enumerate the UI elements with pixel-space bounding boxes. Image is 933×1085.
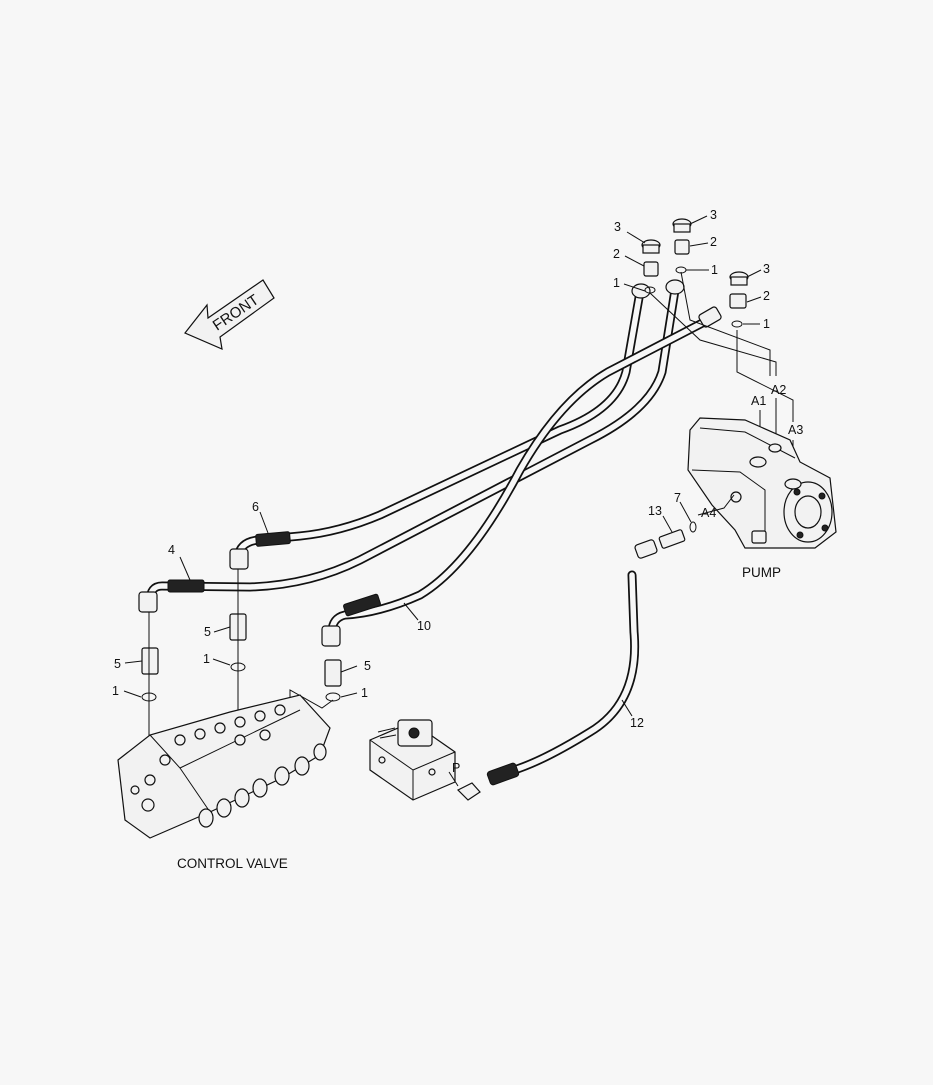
- fitting-stack-a: [641, 239, 661, 294]
- callout-1: 1: [112, 684, 119, 698]
- hose-10: [327, 313, 717, 637]
- hose-4: [145, 285, 680, 606]
- port-a1: A1: [751, 394, 766, 408]
- pump-label: PUMP: [742, 565, 781, 580]
- callout-2: 2: [710, 235, 717, 249]
- callout-10: 10: [417, 619, 431, 633]
- port-a2: A2: [771, 383, 786, 397]
- port-a4: A4: [701, 506, 716, 520]
- callout-3: 3: [614, 220, 621, 234]
- callout-5: 5: [114, 657, 121, 671]
- hose-6: [233, 287, 645, 562]
- port-a3: A3: [788, 423, 803, 437]
- callout-2: 2: [613, 247, 620, 261]
- callout-4: 4: [168, 543, 175, 557]
- upper-leaders: [623, 215, 762, 325]
- callout-2: 2: [763, 289, 770, 303]
- callout-6: 6: [252, 500, 259, 514]
- callout-labels: 3 2 1 3 2 1 3 2 1 6 4 5 1 5 1 5 1 10 12 …: [112, 208, 803, 730]
- control-valve: CONTROL VALVE: [117, 694, 331, 871]
- callout-1: 1: [613, 276, 620, 290]
- manifold-block: P: [369, 719, 481, 801]
- callout-3: 3: [763, 262, 770, 276]
- block-port-p: P: [452, 761, 460, 775]
- callout-5: 5: [204, 625, 211, 639]
- control-valve-label: CONTROL VALVE: [177, 856, 288, 871]
- callout-3: 3: [710, 208, 717, 222]
- callout-1: 1: [203, 652, 210, 666]
- fitting-stack-b: [672, 218, 692, 274]
- callout-12: 12: [630, 716, 644, 730]
- pump: PUMP: [687, 417, 837, 580]
- callout-13: 13: [648, 504, 662, 518]
- valve-spools: [198, 743, 327, 828]
- fitting-stack-c: [729, 271, 749, 328]
- callout-1: 1: [711, 263, 718, 277]
- callout-1: 1: [763, 317, 770, 331]
- callout-7: 7: [674, 491, 681, 505]
- valve-ports: [130, 704, 286, 812]
- callout-1: 1: [361, 686, 368, 700]
- hose-12: [486, 570, 640, 786]
- callout-5: 5: [364, 659, 371, 673]
- fitting-13-7: [634, 494, 735, 559]
- control-valve-fittings: [123, 511, 633, 760]
- front-arrow: FRONT: [184, 279, 275, 350]
